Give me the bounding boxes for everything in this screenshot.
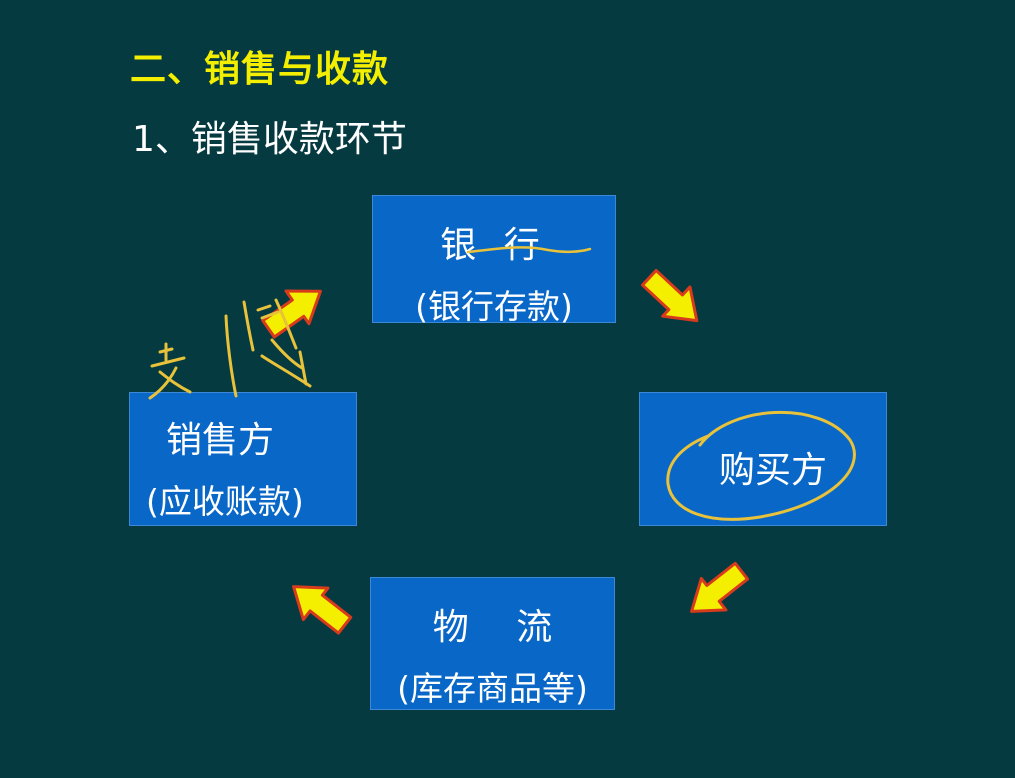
handwritten-underline bbox=[466, 246, 592, 254]
subsection-heading: 1、销售收款环节 bbox=[132, 119, 407, 160]
node-seller: 销售方 (应收账款) bbox=[129, 392, 357, 526]
node-seller-subtitle: (应收账款) bbox=[146, 482, 304, 521]
node-bank-title: 银 行 bbox=[440, 225, 548, 266]
node-bank: 银 行 (银行存款) bbox=[372, 195, 616, 326]
node-buyer-title: 购买方 bbox=[718, 450, 827, 491]
handwritten-circle bbox=[666, 411, 856, 521]
node-logistics: 物 流 (库存商品等) bbox=[370, 577, 615, 710]
arrow-bank-to-buyer bbox=[634, 260, 712, 337]
node-bank-subtitle: (银行存款) bbox=[415, 287, 573, 326]
arrow-logistics-to-seller bbox=[279, 569, 358, 644]
arrow-buyer-to-logistics bbox=[677, 554, 756, 629]
handwritten-annotation bbox=[148, 298, 312, 400]
section-heading: 二、销售与收款 bbox=[130, 49, 390, 90]
node-seller-title: 销售方 bbox=[166, 420, 275, 461]
node-logistics-subtitle: (库存商品等) bbox=[397, 669, 588, 708]
node-logistics-title: 物 流 bbox=[432, 607, 571, 648]
arrow-seller-to-bank bbox=[255, 273, 334, 346]
